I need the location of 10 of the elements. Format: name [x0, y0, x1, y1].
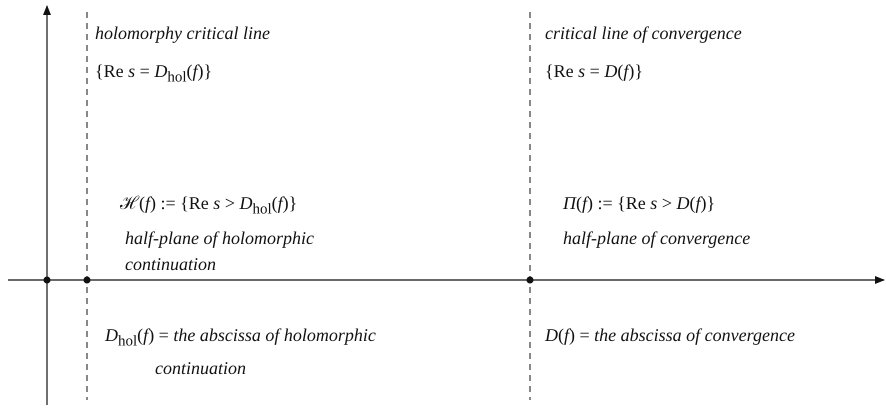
line-caption: critical line of convergence — [545, 22, 742, 45]
line-caption: holomorphy critical line — [95, 22, 270, 45]
math-formula: {Re s = D$_{hol}$(f)} — [95, 60, 212, 88]
abscissa-caption: D(f) = the abscissa of convergence — [545, 324, 795, 347]
region-caption: half-plane of holomorphic continuation — [125, 227, 315, 276]
region-caption: half-plane of convergence — [563, 227, 750, 250]
math-formula: {Re s = D(f)} — [545, 60, 643, 83]
math-formula: ℋ(f) := {Re s > D$_{hol}$(f)} — [120, 192, 298, 220]
abscissa-caption: D$_{hol}$(f) = the abscissa of holomorphic continuation — [105, 324, 377, 380]
math-formula: Π(f) := {Re s > D(f)} — [563, 192, 716, 215]
